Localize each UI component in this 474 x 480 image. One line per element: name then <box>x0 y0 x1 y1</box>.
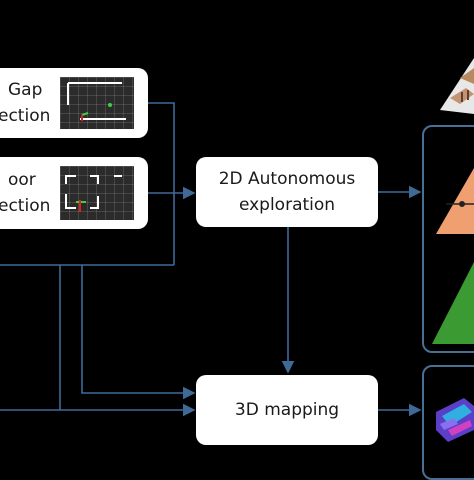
gap-walls-icon <box>67 82 126 121</box>
door-detection-line2: ection <box>0 196 51 216</box>
branch-to-mapping-arrow <box>81 265 196 400</box>
mapping-label: 3D mapping <box>234 400 340 420</box>
gap-detection-line1: Gap <box>8 80 43 100</box>
gap-detection-box: Gap ection <box>0 68 148 138</box>
3d-map-render <box>436 398 474 442</box>
outputs-panel <box>422 125 474 353</box>
gap-detection-line2: ection <box>0 106 51 126</box>
exploration-line2: exploration <box>238 195 336 215</box>
exploration-label: 2D Autonomous exploration <box>196 166 378 218</box>
gap-detection-label: Gap ection <box>0 77 60 129</box>
exploration-box: 2D Autonomous exploration <box>196 157 378 227</box>
gap-grid-thumbnail <box>60 77 134 129</box>
mapping-box: 3D mapping <box>196 375 378 445</box>
door-detection-box: oor ection <box>0 157 148 229</box>
orange-triangle <box>436 168 474 234</box>
door-walls-icon <box>65 175 122 212</box>
door-detection-line1: oor <box>8 170 36 190</box>
door-detection-label: oor ection <box>0 167 60 219</box>
door-grid-thumbnail <box>60 166 134 220</box>
tables-render <box>440 58 474 114</box>
green-triangle <box>432 262 474 344</box>
gap-to-bus-line <box>148 102 175 265</box>
exploration-line1: 2D Autonomous <box>218 169 356 189</box>
